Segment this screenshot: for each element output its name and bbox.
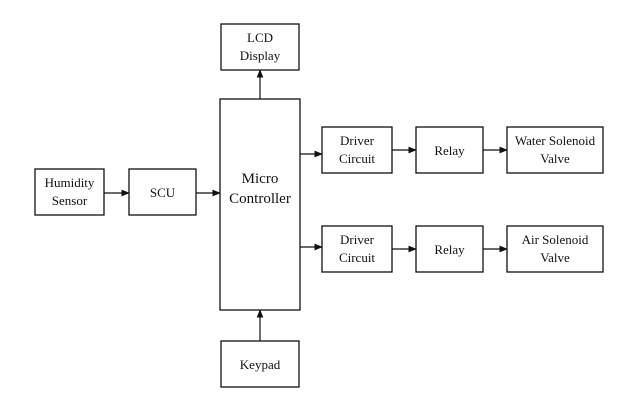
humidity-sensor-label-line1: Humidity (45, 175, 95, 190)
relay-top-label: Relay (434, 143, 465, 158)
keypad-block: Keypad (220, 340, 300, 388)
scu-label: SCU (150, 185, 176, 200)
lcd-display-label-line2: Display (240, 48, 281, 63)
air-solenoid-valve-label-line2: Valve (540, 250, 570, 265)
water-solenoid-valve-label-line1: Water Solenoid (515, 133, 596, 148)
relay-bottom-block: Relay (415, 225, 484, 273)
keypad-label: Keypad (240, 357, 281, 372)
driver-circuit-bottom-label-line2: Circuit (339, 250, 375, 265)
lcd-display-label-line1: LCD (247, 30, 273, 45)
scu-block: SCU (128, 168, 197, 216)
relay-bottom-label: Relay (434, 242, 465, 257)
driver-circuit-bottom-block: Driver Circuit (321, 225, 393, 273)
humidity-sensor-block: Humidity Sensor (34, 168, 105, 216)
micro-controller-label-line2: Controller (229, 191, 291, 207)
micro-controller-block: Micro Controller (219, 98, 301, 311)
air-solenoid-valve-block: Air Solenoid Valve (506, 225, 604, 273)
driver-circuit-top-label-line2: Circuit (339, 151, 375, 166)
water-solenoid-valve-block: Water Solenoid Valve (506, 126, 604, 174)
driver-circuit-bottom-label-line1: Driver (340, 232, 375, 247)
humidity-sensor-label-line2: Sensor (52, 193, 88, 208)
water-solenoid-valve-label-line2: Valve (540, 151, 570, 166)
air-solenoid-valve-label-line1: Air Solenoid (522, 232, 589, 247)
relay-top-block: Relay (415, 126, 484, 174)
driver-circuit-top-block: Driver Circuit (321, 126, 393, 174)
micro-controller-label-line1: Micro (242, 171, 279, 187)
lcd-display-block: LCD Display (220, 23, 300, 71)
driver-circuit-top-label-line1: Driver (340, 133, 375, 148)
